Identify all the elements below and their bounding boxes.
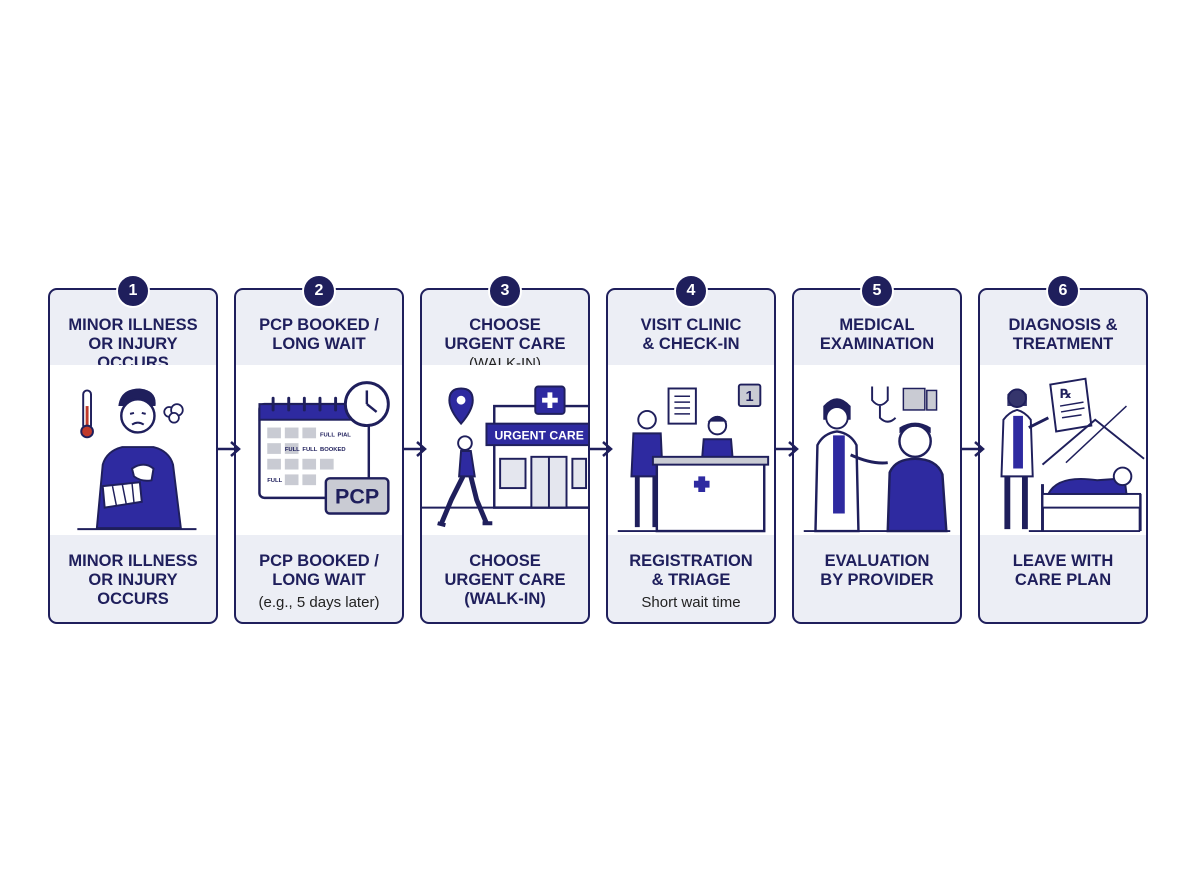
step-card-1: 1 MINOR ILLNESS OR INJURY OCCURS — [48, 274, 218, 624]
step-bottom-title: CHOOSE URGENT CARE (WALK-IN) — [444, 552, 566, 608]
step-top-title: DIAGNOSIS & TREATMENT — [1008, 316, 1118, 353]
step-number-badge: 2 — [302, 274, 336, 308]
step-bottom-title: EVALUATION BY PROVIDER — [820, 552, 934, 589]
illustration-walk-in: URGENT CARE — [422, 365, 588, 535]
step-number-badge: 4 — [674, 274, 708, 308]
step-bottom-note: (e.g., 5 days later) — [258, 594, 380, 611]
step-bottom-title: REGISTRATION & TRIAGE — [629, 552, 753, 589]
step-card-2: 2 PCP BOOKED / LONG WAIT FULL — [234, 274, 404, 624]
sick-person-icon — [77, 388, 197, 531]
urgent-care-sign: URGENT CARE — [494, 428, 583, 442]
step-number-badge: 3 — [488, 274, 522, 308]
step-bottom-title: PCP BOOKED / LONG WAIT — [259, 552, 379, 589]
illustration-exam — [794, 365, 960, 535]
step-card-4: 4 VISIT CLINIC & CHECK-IN 1 — [606, 274, 776, 624]
step-number-badge: 6 — [1046, 274, 1080, 308]
step-bottom: CHOOSE URGENT CARE (WALK-IN) — [426, 552, 584, 609]
queue-number: 1 — [746, 389, 754, 405]
calendar-label: PIAL — [338, 432, 352, 438]
step-bottom: MINOR ILLNESS OR INJURY OCCURS — [54, 552, 212, 609]
step-bottom-note: Short wait time — [641, 594, 741, 611]
arrow-right-icon — [776, 441, 799, 457]
doctor-exam-icon — [803, 386, 951, 533]
step-bottom: LEAVE WITH CARE PLAN — [984, 552, 1142, 590]
calendar-label: FULL — [320, 432, 335, 438]
arrow-right-icon — [962, 441, 985, 457]
calendar-label: FULL — [285, 447, 300, 453]
step-card-5: 5 MEDICAL EXAMINATION — [792, 274, 962, 624]
step-bottom-title: MINOR ILLNESS OR INJURY OCCURS — [68, 552, 198, 608]
reception-desk-icon: 1 — [617, 383, 770, 533]
step-number-badge: 5 — [860, 274, 894, 308]
calendar-label: FULL — [267, 478, 282, 484]
arrow-right-icon — [404, 441, 427, 457]
arrow-right-icon — [590, 441, 613, 457]
illustration-treatment: ℞ — [980, 365, 1146, 535]
arrow-right-icon — [218, 441, 241, 457]
step-top-title: PCP BOOKED / LONG WAIT — [259, 316, 379, 353]
calendar-icon: FULL PIAL FULL FULL BOOKED FULL PCP — [258, 381, 390, 515]
illustration-reception: 1 — [608, 365, 774, 535]
step-top-title: MINOR ILLNESS OR INJURY OCCURS — [68, 316, 198, 372]
step-bottom: REGISTRATION & TRIAGE Short wait time — [612, 552, 770, 612]
step-bottom: PCP BOOKED / LONG WAIT (e.g., 5 days lat… — [240, 552, 398, 612]
step-top-title: VISIT CLINIC & CHECK-IN — [640, 316, 742, 353]
pcp-label: PCP — [335, 485, 379, 509]
step-bottom: EVALUATION BY PROVIDER — [798, 552, 956, 590]
calendar-label: FULL — [302, 447, 317, 453]
illustration-sick-person — [50, 365, 216, 535]
step-card-3: 3 CHOOSE URGENT CARE (WALK-IN) URGENT CA… — [420, 274, 590, 624]
rx-label: ℞ — [1060, 386, 1072, 401]
step-bottom-title: LEAVE WITH CARE PLAN — [1012, 552, 1114, 589]
step-number-badge: 1 — [116, 274, 150, 308]
calendar-label: BOOKED — [320, 447, 346, 453]
illustration-calendar: FULL PIAL FULL FULL BOOKED FULL PCP — [236, 365, 402, 535]
prescription-bed-icon: ℞ — [1000, 377, 1145, 533]
step-card-6: 6 DIAGNOSIS & TREATMENT ℞ — [978, 274, 1148, 624]
step-top-title: MEDICAL EXAMINATION — [819, 316, 935, 353]
urgent-care-building-icon: URGENT CARE — [422, 385, 588, 528]
